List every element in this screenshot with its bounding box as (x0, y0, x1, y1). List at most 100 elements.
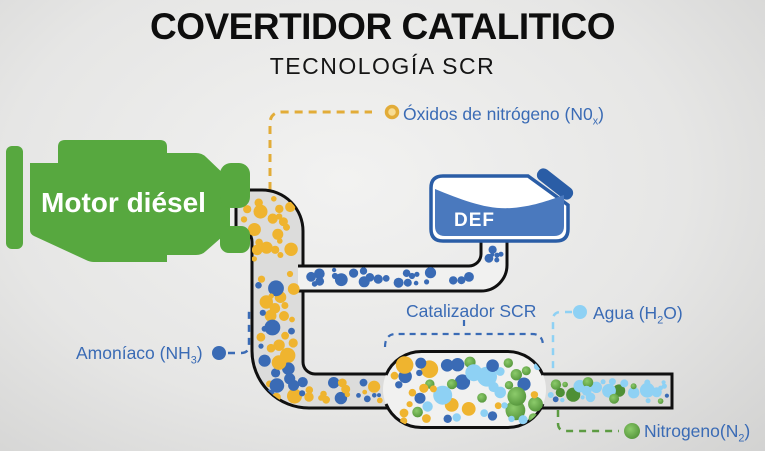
gas-particle (414, 392, 426, 404)
gas-particle (395, 356, 414, 374)
nitrogen-callout-label: Nitrogeno(N2) (644, 421, 750, 445)
gas-particle (562, 381, 568, 388)
gas-particle (251, 244, 263, 256)
def-tank-label: DEF (454, 210, 495, 231)
gas-particle (356, 393, 361, 398)
gas-particle (628, 387, 640, 399)
gas-particle (465, 364, 483, 382)
gas-particle (547, 392, 554, 398)
gas-particle (281, 331, 289, 340)
gas-particle (414, 271, 420, 277)
gas-particle (507, 386, 527, 406)
gas-particle (359, 267, 368, 275)
gas-particle (560, 397, 565, 403)
nox-label-close: ) (598, 104, 604, 124)
gas-particle (402, 269, 411, 278)
nox-connector-line (268, 110, 372, 190)
gas-particle (612, 384, 626, 397)
engine-mount-flange (6, 146, 23, 249)
ammonia-label-sub: 3 (190, 354, 197, 367)
gas-particle (258, 354, 271, 367)
gas-particle (284, 242, 298, 256)
gas-particle (552, 396, 559, 403)
gas-particle (261, 325, 268, 332)
gas-particle (505, 400, 526, 421)
engine-outlet-tab-lower (220, 226, 250, 253)
ammonia-callout-label: Amoníaco (NH3) (76, 343, 203, 367)
gas-particle (495, 367, 505, 376)
gas-particle (424, 267, 437, 279)
gas-particle (255, 282, 262, 289)
gas-particle (580, 395, 585, 400)
gas-particles (240, 196, 670, 425)
gas-particle (272, 228, 284, 240)
gas-particle (550, 379, 562, 390)
gas-particle (260, 241, 273, 254)
gas-particle (315, 276, 325, 286)
gas-particle (285, 201, 296, 213)
gas-particle (314, 268, 325, 280)
gas-particle (341, 384, 351, 394)
gas-particle (429, 385, 437, 393)
gas-particle (600, 379, 606, 385)
page-subtitle: TECNOLOGÍA SCR (269, 53, 496, 79)
gas-particle (412, 406, 423, 418)
gas-particle (268, 280, 284, 297)
nitrogen-connector-line (556, 410, 619, 433)
gas-particle (253, 204, 268, 219)
gas-particle (422, 414, 431, 423)
gas-particle (376, 397, 383, 404)
def-injection-pipe-outline (298, 242, 509, 293)
gas-particle (494, 252, 500, 258)
gas-particle (271, 355, 287, 370)
def-tank-cap (536, 168, 574, 200)
gas-particle (271, 196, 277, 202)
gas-particle (494, 257, 500, 263)
gas-particle (488, 245, 497, 254)
gas-particle (477, 393, 487, 403)
engine-body (30, 140, 230, 262)
gas-particle (311, 281, 318, 287)
gas-particle (528, 396, 543, 412)
gas-particle (486, 359, 499, 373)
gas-particle (258, 343, 264, 349)
water-connector-line (551, 310, 572, 371)
gas-particle (450, 358, 465, 372)
gas-particle (331, 267, 337, 273)
gas-particle (415, 357, 427, 369)
gas-particle (433, 385, 453, 405)
gas-particle (287, 388, 302, 404)
gas-particle (254, 198, 263, 207)
def-tank (429, 168, 574, 243)
gas-particle (377, 393, 381, 398)
gas-particle (328, 377, 340, 389)
gas-particle (490, 252, 495, 257)
gas-particle (322, 395, 330, 404)
gas-particle (288, 327, 295, 335)
gas-particle (508, 415, 515, 423)
gas-particle (488, 381, 499, 393)
gas-particle (494, 402, 502, 410)
gas-particle (373, 274, 383, 284)
gas-particle (446, 379, 458, 390)
gas-particle (630, 383, 637, 390)
gas-particle (452, 413, 461, 422)
gas-particle (299, 390, 306, 397)
gas-particle (306, 271, 316, 282)
gas-particle (413, 280, 419, 286)
gas-particle (422, 401, 433, 412)
gas-particle (259, 295, 273, 309)
gas-particle (289, 316, 295, 323)
nox-callout-label: Óxidos de nitrógeno (N0x) (403, 104, 604, 128)
diesel-engine (6, 140, 250, 262)
gas-particle (609, 393, 620, 404)
gas-particle (382, 275, 390, 282)
gas-particle (276, 213, 283, 220)
page-title: COVERTIDOR CATALITICO (150, 6, 616, 47)
catalyst-bracket (383, 320, 545, 348)
gas-particle (464, 272, 474, 282)
gas-particle (288, 379, 300, 391)
gas-particle (279, 311, 289, 321)
gas-particle (275, 204, 284, 214)
